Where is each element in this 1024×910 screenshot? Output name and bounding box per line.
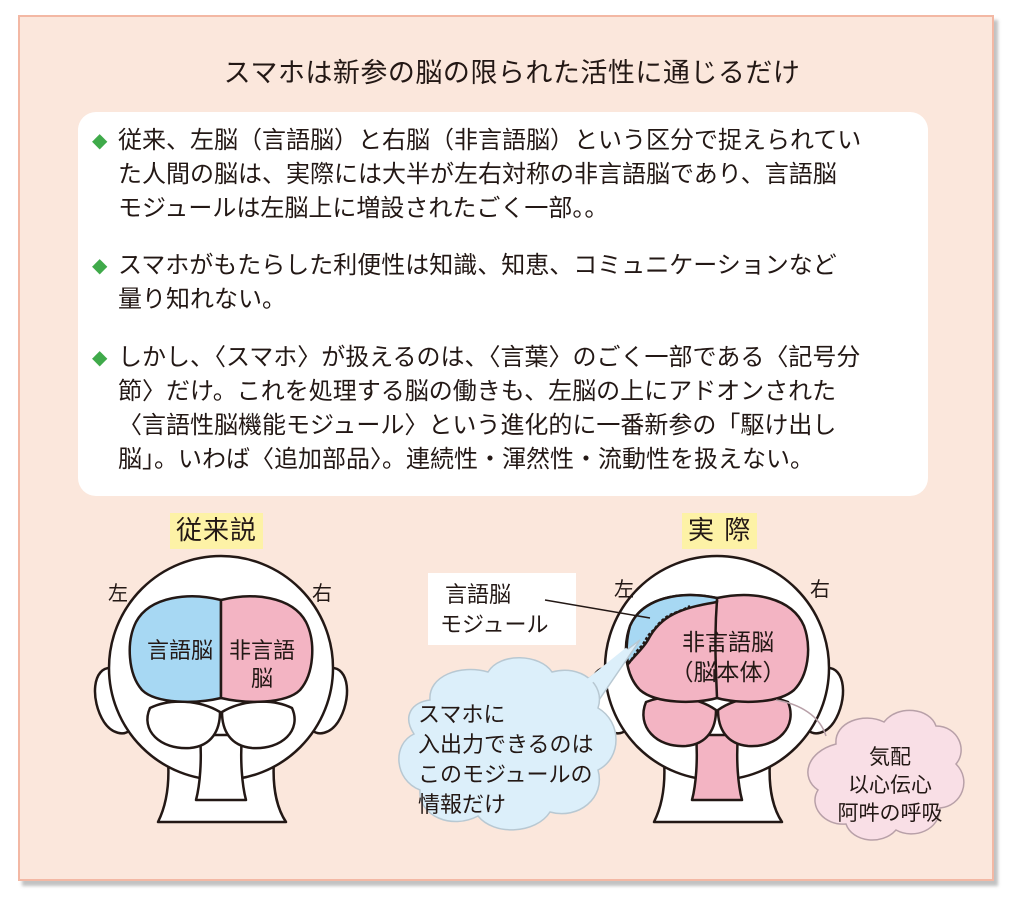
page-title: スマホは新参の脳の限られた活性に通じるだけ	[223, 58, 801, 89]
left-diagram-heading: 従来説	[170, 513, 264, 549]
right-side-label-right: 右	[810, 577, 830, 601]
bullet-3-line-2: 節〉だけ。これを処理する脳の働きも、左脳の上にアドオンされた	[118, 377, 837, 405]
bullet-2-line-1: スマホがもたらした利便性は知識、知恵、コミュニケーションなど	[118, 251, 837, 279]
right-head-illustration	[589, 554, 845, 824]
right-brainstem	[690, 733, 744, 802]
left-head-illustration	[93, 554, 349, 824]
text-box	[78, 112, 928, 496]
cloud-line-1: 気配	[869, 745, 911, 769]
diamond-icon: ◆	[92, 128, 108, 152]
cloud-line-2: 以心伝心	[848, 773, 932, 797]
bullet-1-line-2: た人間の脳は、実際には大半が左右対称の非言語脳であり、言語脳	[118, 160, 837, 188]
right-midline	[714, 599, 719, 699]
diamond-icon: ◆	[92, 253, 108, 277]
module-label-box	[428, 573, 576, 645]
bullet-3-line-3: 〈言語性脳機能モジュール〉という進化的に一番新参の「駆け出し	[118, 411, 837, 439]
left-language-brain	[128, 595, 223, 704]
left-nonlanguage-label-line1: 非言語	[229, 639, 295, 664]
left-side-label-left: 左	[108, 581, 128, 605]
speech-bubble	[398, 639, 641, 831]
left-language-label: 言語脳	[147, 639, 213, 664]
left-side-label-right: 右	[312, 581, 332, 605]
left-nonlanguage-brain	[219, 595, 314, 704]
cloud-line-3: 阿吽の呼吸	[838, 801, 943, 825]
bubble-line-1: スマホに	[418, 703, 505, 728]
speech-bubble-cloud	[398, 657, 617, 831]
diamond-icon: ◆	[92, 345, 108, 369]
right-main-label-line1: 非言語脳	[682, 630, 774, 656]
bubble-line-4: 情報だけ	[418, 793, 506, 818]
right-side-label-left: 左	[614, 577, 634, 601]
bullet-item-1: ◆ 従来、左脳（言語脳）と右脳（非言語脳）という区分で捉えられてい た人間の脳は…	[92, 123, 908, 225]
bullet-3-line-4: 脳」。いわば〈追加部品〉。連続性・渾然性・流動性を扱えない。	[118, 445, 814, 473]
right-module-boundary	[627, 604, 691, 665]
left-brainstem	[194, 733, 248, 802]
thought-cloud-pointer	[775, 699, 827, 737]
bullet-1-line-3: モジュールは左脳上に増設されたごく一部。。	[118, 194, 609, 222]
bubble-line-3: このモジュールの	[418, 763, 592, 788]
module-label-line2: モジュール	[440, 613, 548, 638]
thought-cloud-shape	[807, 709, 965, 841]
left-cerebellum-right	[220, 700, 296, 750]
module-pointer-line	[544, 599, 651, 619]
bullet-1-line-1: 従来、左脳（言語脳）と右脳（非言語脳）という区分で捉えられてい	[118, 126, 862, 154]
left-cerebellum-left	[146, 700, 222, 750]
bubble-line-2: 入出力できるのは	[418, 733, 594, 758]
bullet-item-3: ◆ しかし、〈スマホ〉が扱えるのは、〈言葉〉のごく一部である〈記号分 節〉だけ。…	[92, 340, 908, 476]
bullet-3-line-1: しかし、〈スマホ〉が扱えるのは、〈言葉〉のごく一部である〈記号分	[118, 343, 861, 371]
left-nonlanguage-label-line2: 脳	[251, 667, 273, 692]
bullet-2-line-2: 量り知れない。	[118, 285, 286, 313]
right-main-label-line2: （脳本体）	[671, 660, 786, 686]
thought-cloud	[775, 699, 965, 841]
bullet-item-2: ◆ スマホがもたらした利便性は知識、知恵、コミュニケーションなど 量り知れない。	[92, 248, 908, 316]
module-label-line1: 言語脳	[445, 583, 511, 608]
right-diagram-heading: 実 際	[682, 513, 758, 549]
